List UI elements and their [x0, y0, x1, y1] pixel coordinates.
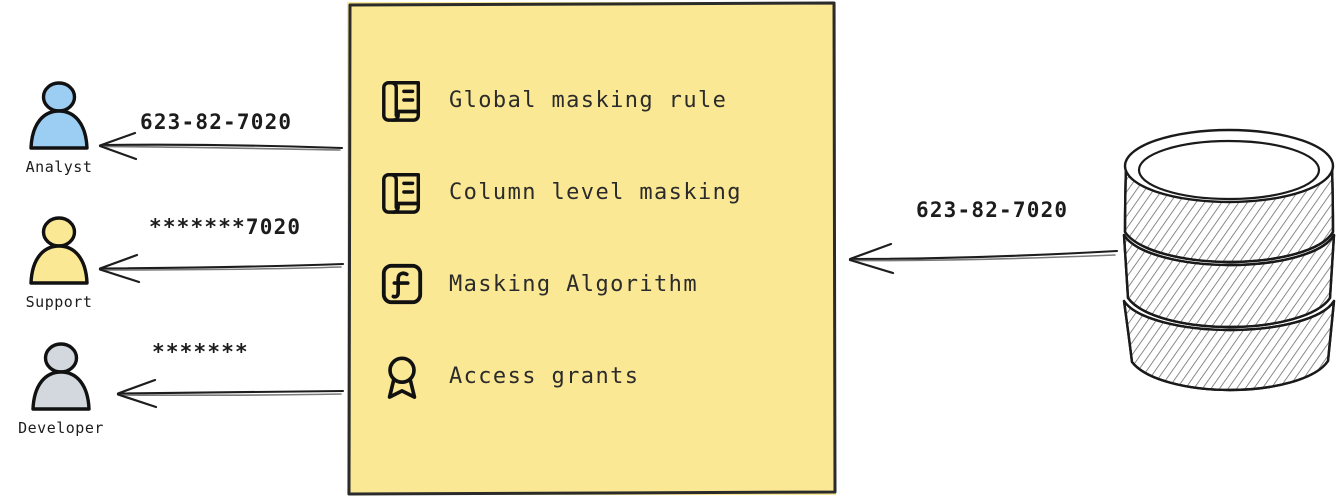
- masking-policy-list: Global masking rule Column level masking: [379, 54, 819, 422]
- policy-item-column-level-masking[interactable]: Column level masking: [379, 146, 819, 238]
- masking-policy-panel: Global masking rule Column level masking: [347, 1, 837, 496]
- actor-support: Support: [0, 211, 119, 311]
- flow-label-developer: *******: [152, 340, 249, 364]
- scroll-icon: [382, 81, 421, 122]
- person-icon: [29, 81, 89, 150]
- policy-item-masking-algorithm[interactable]: Masking Algorithm: [379, 238, 819, 330]
- policy-item-label: Masking Algorithm: [449, 271, 698, 297]
- policy-item-label: Column level masking: [449, 179, 742, 205]
- policy-item-global-masking-rule[interactable]: Global masking rule: [379, 54, 819, 146]
- arrow-left-icon-analyst: [98, 131, 344, 161]
- scroll-icon: [382, 173, 421, 214]
- actor-analyst: Analyst: [0, 76, 119, 176]
- arrow-left-icon-developer: [116, 378, 345, 409]
- arrow-left-icon-database: [848, 242, 1119, 275]
- flow-label-database: 623-82-7020: [916, 198, 1069, 222]
- function-icon: [381, 263, 423, 305]
- flow-label-analyst: 623-82-7020: [140, 110, 293, 134]
- actor-developer-label: Developer: [18, 419, 104, 437]
- policy-item-label: Global masking rule: [449, 87, 728, 113]
- person-icon: [29, 216, 89, 285]
- arrow-left-icon-support: [98, 253, 345, 284]
- actor-support-label: Support: [25, 293, 93, 311]
- actor-analyst-label: Analyst: [25, 158, 93, 176]
- person-icon: [31, 342, 91, 411]
- policy-item-access-grants[interactable]: Access grants: [379, 330, 819, 422]
- award-ribbon-icon: [387, 356, 417, 399]
- policy-item-label: Access grants: [449, 363, 640, 389]
- flow-label-support: *******7020: [149, 215, 302, 239]
- actor-developer: Developer: [1, 337, 121, 437]
- database-cylinder-icon: [1122, 128, 1336, 392]
